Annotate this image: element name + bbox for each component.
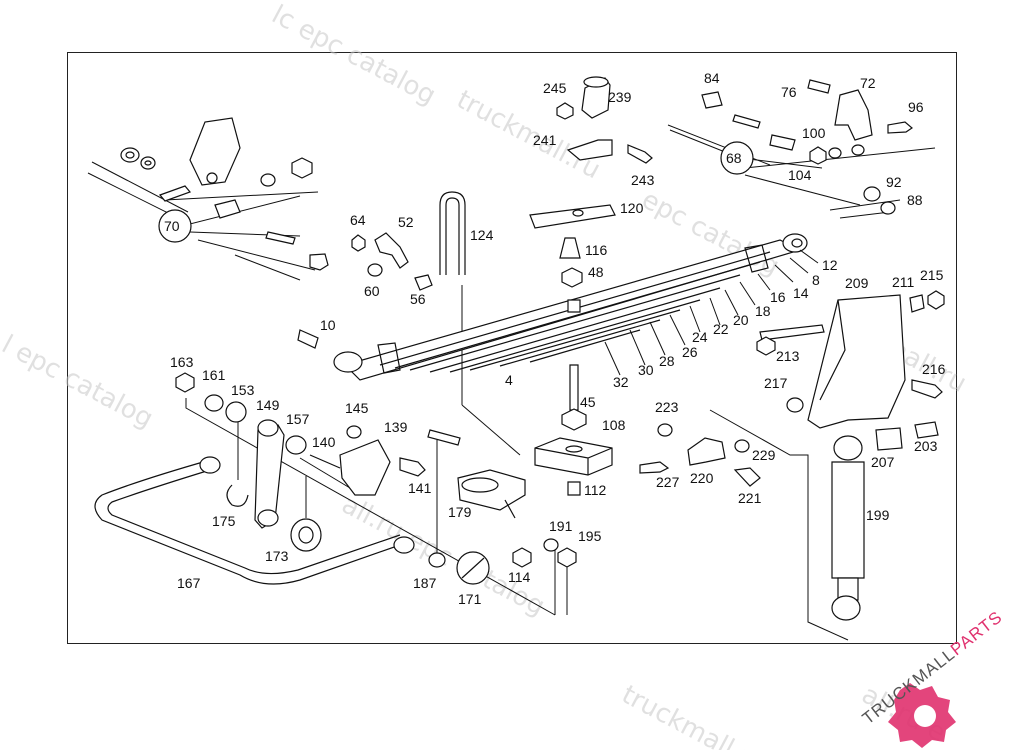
- callout-215: 215: [920, 267, 944, 283]
- callout-153: 153: [231, 382, 255, 398]
- stabilizer: 163 161 153 149 157 145 139 140 141 179 …: [94, 354, 602, 616]
- callout-211: 211: [892, 274, 915, 290]
- callout-30: 30: [638, 362, 654, 378]
- callout-217: 217: [764, 375, 788, 391]
- watermark: lc epc catalog: [267, 0, 441, 111]
- callout-199: 199: [866, 507, 890, 523]
- u-bolt: 124: [439, 191, 521, 456]
- group-68: 68 84 76 72 96 100 104 92 88: [667, 70, 936, 219]
- callout-209: 209: [845, 275, 869, 291]
- callout-52: 52: [398, 214, 414, 230]
- callout-18: 18: [755, 303, 771, 319]
- group-120: 120 116 48: [529, 200, 644, 288]
- callout-140: 140: [312, 434, 336, 450]
- callout-10: 10: [320, 317, 336, 333]
- bracket-plate: [189, 117, 241, 186]
- brand-accent-text: PARTS: [947, 607, 1006, 659]
- callout-191: 191: [549, 518, 573, 534]
- callout-100: 100: [802, 125, 826, 141]
- callout-88: 88: [907, 192, 923, 208]
- callout-45: 45: [580, 394, 596, 410]
- callout-120: 120: [620, 200, 644, 216]
- callout-167: 167: [177, 575, 201, 591]
- callout-114: 114: [508, 569, 531, 585]
- group-220: 223 229 220 227 221: [639, 399, 808, 506]
- callout-14: 14: [793, 285, 809, 301]
- group-108: 45 108 112: [534, 364, 626, 498]
- watermark: truckmall.ru: [452, 85, 605, 186]
- callout-64: 64: [350, 212, 366, 228]
- callout-161: 161: [202, 367, 226, 383]
- shock-absorber: 199 207 203: [790, 421, 939, 641]
- callout-8: 8: [812, 272, 820, 288]
- callout-72: 72: [860, 75, 876, 91]
- callout-195: 195: [578, 528, 602, 544]
- callout-32: 32: [613, 374, 629, 390]
- brand-logo: TRUCKMALLPARTS: [859, 607, 1006, 748]
- callout-56: 56: [410, 291, 426, 307]
- callout-207: 207: [871, 454, 895, 470]
- callout-84: 84: [704, 70, 720, 86]
- callout-216: 216: [922, 361, 946, 377]
- callout-203: 203: [914, 438, 938, 454]
- callout-68: 68: [726, 150, 742, 166]
- callout-124: 124: [470, 227, 494, 243]
- callout-108: 108: [602, 417, 626, 433]
- watermark: l epc catalog: [0, 330, 158, 435]
- callout-171: 171: [458, 591, 482, 607]
- callout-149: 149: [256, 397, 280, 413]
- callout-187: 187: [413, 575, 437, 591]
- callout-145: 145: [345, 400, 369, 416]
- callout-179: 179: [448, 504, 472, 520]
- callout-26: 26: [682, 344, 698, 360]
- callout-116: 116: [585, 242, 608, 258]
- leaf-spring: 12 8 14 16 18 20 22 24 26 28 30 32 4 10: [297, 233, 838, 390]
- callout-112: 112: [584, 482, 607, 498]
- group-badge-70: [158, 209, 192, 243]
- callout-48: 48: [588, 264, 604, 280]
- diagram-frame: [67, 52, 957, 644]
- callout-173: 173: [265, 548, 289, 564]
- callout-12: 12: [822, 257, 838, 273]
- callout-175: 175: [212, 513, 236, 529]
- callout-213: 213: [776, 348, 800, 364]
- group-52: 64 52 60 56: [350, 212, 433, 307]
- callout-20: 20: [733, 312, 749, 328]
- group-239: 245 239 241 243: [533, 76, 655, 188]
- callout-4: 4: [505, 372, 513, 388]
- callout-245: 245: [543, 80, 567, 96]
- callout-60: 60: [364, 283, 380, 299]
- callout-220: 220: [690, 470, 714, 486]
- callout-22: 22: [713, 321, 729, 337]
- callout-76: 76: [781, 84, 797, 100]
- callout-223: 223: [655, 399, 679, 415]
- callout-16: 16: [770, 289, 786, 305]
- callout-229: 229: [752, 447, 776, 463]
- callout-96: 96: [908, 99, 924, 115]
- callout-139: 139: [384, 419, 408, 435]
- shock-bracket: 209 211 215 213 216 217: [756, 267, 946, 429]
- callout-104: 104: [788, 167, 812, 183]
- callout-141: 141: [408, 480, 432, 496]
- callout-227: 227: [656, 474, 680, 490]
- callout-92: 92: [886, 174, 902, 190]
- callout-157: 157: [286, 411, 310, 427]
- callout-241: 241: [533, 132, 557, 148]
- callout-24: 24: [692, 329, 708, 345]
- group-badge-68: [720, 141, 754, 175]
- callout-163: 163: [170, 354, 194, 370]
- callout-221: 221: [738, 490, 762, 506]
- callout-70: 70: [164, 218, 180, 234]
- callout-239: 239: [608, 89, 632, 105]
- group-70: 70: [87, 117, 329, 281]
- watermark: truckmall.ru: [617, 680, 770, 750]
- callout-243: 243: [631, 172, 655, 188]
- callout-28: 28: [659, 353, 675, 369]
